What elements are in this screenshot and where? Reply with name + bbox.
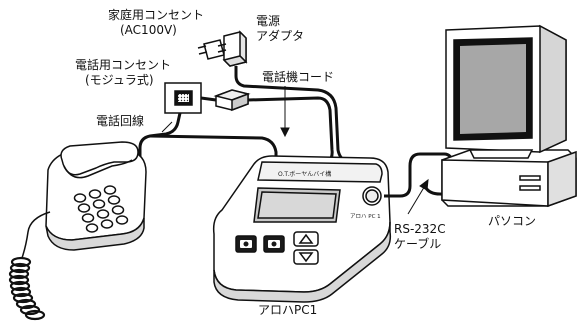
label-arrows [161, 86, 429, 215]
power-adapter-label: 電源 アダプタ [256, 14, 305, 43]
phone-line-label: 電話回線 [96, 114, 145, 128]
device-name-label: アロハPC1 [258, 303, 318, 317]
telephone-cord [247, 96, 334, 164]
home-outlet-label: 家庭用コンセント (AC100V) [108, 8, 205, 37]
home-outlet-plug [197, 39, 225, 60]
device-brand-text: O.T.ボーヤんバイ構 [278, 170, 331, 178]
power-adapter [217, 30, 248, 67]
cord-junction-box [213, 89, 251, 112]
phone-cord-label: 電話機コード [262, 70, 335, 84]
personal-computer [441, 24, 577, 208]
aloha-pc1-device: O.T.ボーヤんバイ構 アロハ PC 1 [212, 155, 392, 303]
telephone [8, 141, 147, 321]
device-model-text: アロハ PC 1 [350, 213, 381, 220]
phone-jack-label: 電話用コンセント (モジュラ式) [75, 58, 172, 87]
rs232c-cable-label: RS-232C ケーブル [394, 222, 446, 251]
pc-label: パソコン [488, 214, 537, 228]
modular-phone-jack [164, 82, 202, 114]
